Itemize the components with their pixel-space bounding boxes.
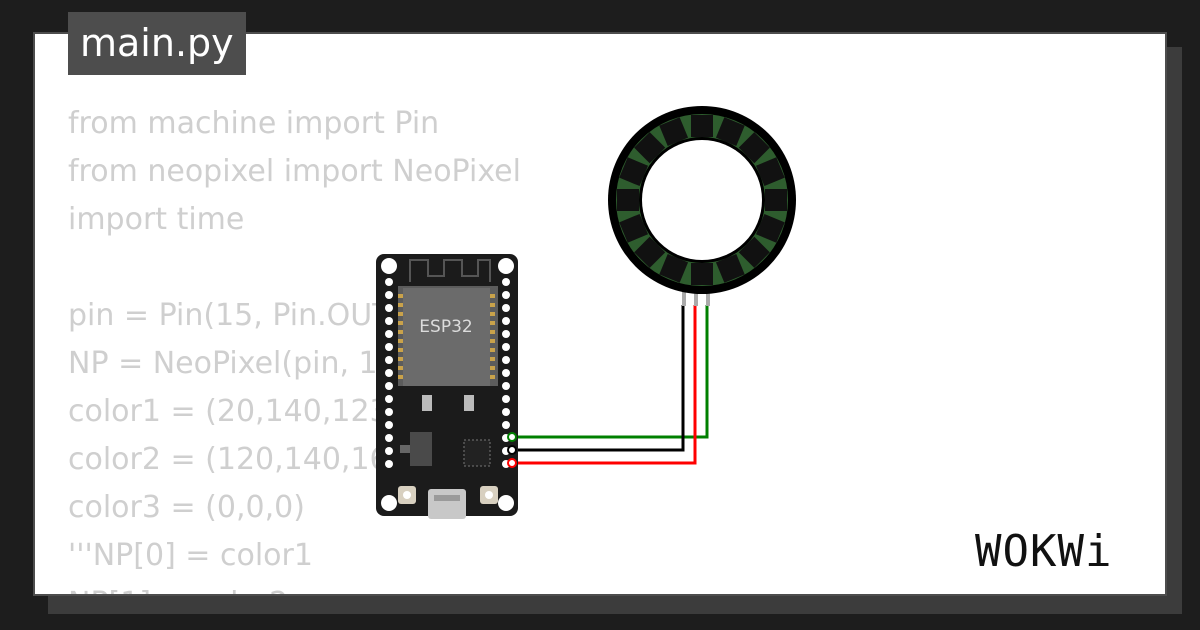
- data-wire[interactable]: [512, 305, 709, 439]
- module-pin: [398, 348, 403, 352]
- neopixel-ring[interactable]: [608, 106, 796, 306]
- module-pin: [490, 294, 495, 298]
- wokwi-logo: WOKWi: [975, 526, 1113, 577]
- neopixel-led: [691, 263, 713, 285]
- header-pin: [502, 356, 510, 364]
- header-pin: [385, 460, 393, 468]
- header-pin: [385, 369, 393, 377]
- neopixel-led: [659, 253, 689, 283]
- module-pin: [398, 312, 403, 316]
- header-pin: [385, 278, 393, 286]
- header-pin: [385, 304, 393, 312]
- module-pin: [398, 321, 403, 325]
- code-line: import time: [68, 202, 245, 237]
- preview-card: from machine import Pin from neopixel im…: [33, 32, 1167, 596]
- neopixel-led: [617, 189, 639, 211]
- header-pin: [385, 395, 393, 403]
- header-pin: [385, 421, 393, 429]
- vcc-wire[interactable]: [512, 305, 697, 465]
- file-tab[interactable]: main.py: [68, 12, 246, 75]
- code-line: color3 = (0,0,0): [68, 490, 305, 525]
- neopixel-led: [715, 253, 745, 283]
- neopixel-led: [755, 213, 785, 243]
- module-pin: [398, 294, 403, 298]
- header-pin: [502, 421, 510, 429]
- module-pin: [490, 339, 495, 343]
- header-pin: [502, 304, 510, 312]
- header-pin: [385, 291, 393, 299]
- module-pin: [398, 330, 403, 334]
- header-pin: [502, 330, 510, 338]
- neopixel-led: [619, 157, 649, 187]
- header-pin: [385, 356, 393, 364]
- code-line: color1 = (20,140,123): [68, 394, 401, 429]
- code-line: from machine import Pin: [68, 106, 440, 141]
- code-line: from neopixel import NeoPixel: [68, 154, 521, 189]
- module-pin: [398, 303, 403, 307]
- module-pin: [490, 330, 495, 334]
- file-tab-label: main.py: [80, 21, 234, 65]
- header-pin: [385, 343, 393, 351]
- module-pin: [490, 303, 495, 307]
- header-pin: [502, 369, 510, 377]
- module-pin: [490, 312, 495, 316]
- module-pin: [490, 357, 495, 361]
- board-label: ESP32: [419, 317, 472, 337]
- module-pin: [490, 348, 495, 352]
- header-pin: [502, 343, 510, 351]
- header-pin: [385, 408, 393, 416]
- module-pin: [490, 375, 495, 379]
- esp32-board[interactable]: ESP32: [376, 254, 518, 519]
- neopixel-led: [765, 189, 787, 211]
- neopixel-led: [755, 157, 785, 187]
- neopixel-led: [715, 117, 745, 147]
- module-pin: [398, 366, 403, 370]
- neopixel-led: [619, 213, 649, 243]
- module-pin: [398, 375, 403, 379]
- header-pin: [385, 330, 393, 338]
- code-line: NP[1] = color2: [68, 586, 288, 594]
- module-pin: [398, 357, 403, 361]
- module-pin: [490, 321, 495, 325]
- header-pin: [385, 382, 393, 390]
- code-line: pin = Pin(15, Pin.OUT): [68, 298, 403, 333]
- code-line: '''NP[0] = color1: [68, 538, 313, 573]
- header-pin: [502, 291, 510, 299]
- header-pin: [502, 317, 510, 325]
- gnd-wire[interactable]: [512, 305, 685, 452]
- header-pin: [502, 382, 510, 390]
- header-pin: [502, 408, 510, 416]
- header-pin: [385, 447, 393, 455]
- header-pin: [385, 317, 393, 325]
- code-preview: from machine import Pin from neopixel im…: [68, 100, 521, 594]
- module-pin: [490, 366, 495, 370]
- header-pin: [502, 395, 510, 403]
- neopixel-led: [691, 115, 713, 137]
- module-pin: [398, 339, 403, 343]
- neopixel-led: [659, 117, 689, 147]
- header-pin: [385, 434, 393, 442]
- header-pin: [502, 278, 510, 286]
